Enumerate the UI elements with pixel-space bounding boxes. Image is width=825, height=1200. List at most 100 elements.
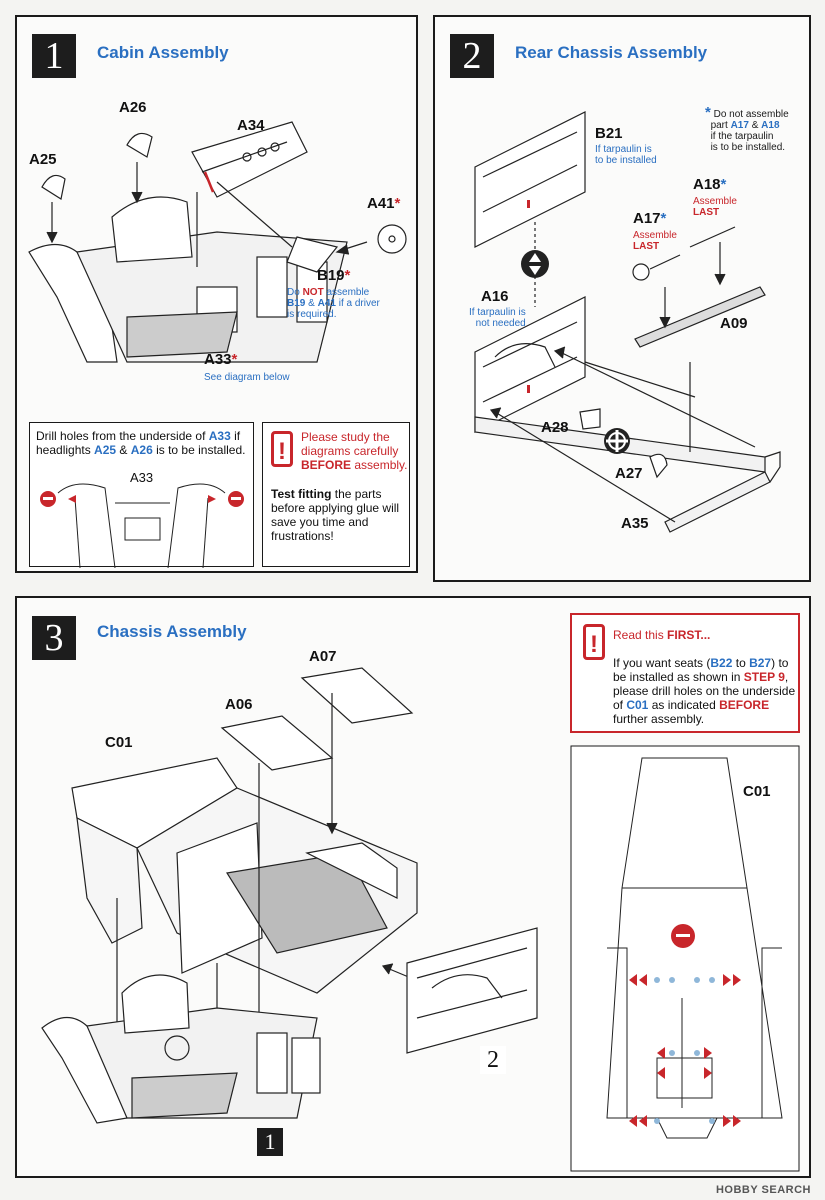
step1-diagram [28,121,407,363]
callout-step1: 1 [257,1128,283,1156]
top-note-star: * [705,104,711,121]
rf-l2b: ) to [771,656,789,670]
part-a16-label: A16 [481,288,509,305]
b19-note-l1: Do [287,287,303,298]
read-first-first: FIRST... [667,628,711,642]
study-warning-before: BEFORE [301,458,352,472]
rf-l4: please drill holes on the underside [613,684,796,698]
drill-note-l2b: is to be installed. [152,443,246,457]
a18-last: LAST [693,207,720,218]
top-note-l3: if the tarpaulin [710,131,774,142]
step3-panel: 3 Chassis Assembly [15,596,811,1178]
study-warning-l1: Please study the [301,430,390,444]
part-a17-star: * [660,210,667,227]
rf-l3a: be installed as shown in [613,670,744,684]
read-first-text: Read this FIRST... If you want seats ( B2… [613,628,795,726]
part-a07-label: A07 [309,648,337,665]
part-a28-label: A28 [541,419,569,436]
drill-diagram [40,483,244,568]
part-a18-text: A18 [693,176,721,193]
part-a41-text: A41 [367,195,395,212]
rf-step9: STEP 9 [743,670,785,684]
b19-note-l2b: if a driver [335,298,380,309]
drill-note-l1: Drill holes from the underside of [36,429,209,443]
step3-title: Chassis Assembly [97,622,247,641]
part-a34-label: A34 [237,117,265,134]
top-note-amp: & [748,120,762,131]
part-a18-label: A18* [693,176,726,193]
drill-note-l2: headlights [36,443,95,457]
drill-note-l1b: if [230,429,241,443]
a33-note: See diagram below [204,372,290,383]
b19-note: Do NOT assemble B19 & A41 if a driver is… [287,287,380,320]
watermark: HOBBY SEARCH [715,1184,811,1196]
step2-panel: 2 Rear Chassis Assembly [433,15,811,582]
rf-l5a: of [613,698,627,712]
part-b19-text: B19 [317,267,345,284]
tarpaulin-top-note: * Do not assemble part A17 & A18 if the … [705,104,789,153]
part-a17-label: A17* [633,210,666,227]
step1-title: Cabin Assembly [97,43,229,62]
drill-note: Drill holes from the underside of A33 if… [36,429,245,457]
b19-note-not: NOT [302,287,324,298]
read-first-heading: Read this [613,628,668,642]
read-first-icon: ! [583,624,605,660]
tip-l4: frustrations! [271,529,334,543]
part-a33-text: A33 [204,351,232,368]
rf-l5b: as indicated [648,698,720,712]
top-note-a17: A17 [730,120,749,131]
warning-icon: ! [271,431,293,467]
study-warning-text: Please study the diagrams carefully BEFO… [301,430,407,472]
part-a18-star: * [720,176,727,193]
drill-note-amp: & [116,443,131,457]
part-a41-star: * [394,195,401,212]
rf-b27: B27 [749,656,772,670]
b19-note-l1b: assemble [323,287,370,298]
rf-l2a: If you want seats ( [613,656,711,670]
drill-holes-box: Drill holes from the underside of A33 if… [29,422,254,568]
study-warning-box: ! Please study the diagrams carefully BE… [262,422,410,567]
part-c01-label: C01 [105,734,133,751]
rf-before: BEFORE [719,698,770,712]
b19-note-l3: is required. [287,309,337,320]
part-a06-label: A06 [225,696,253,713]
test-fitting-tip: Test fitting the parts before applying g… [271,487,399,543]
step2-title: Rear Chassis Assembly [515,43,708,62]
part-a17-text: A17 [633,210,661,227]
part-a27-label: A27 [615,465,643,482]
b21-note: If tarpaulin is to be installed [595,144,657,166]
a18-assemble: Assemble [693,196,737,207]
step1-panel: 1 Cabin Assembly [15,15,418,573]
study-warning-l2: diagrams carefully [301,444,399,458]
drill-a33-label: A33 [130,470,154,485]
a17-last: LAST [633,241,660,252]
study-warning-l3b: assembly. [351,458,408,472]
top-note-l2: part [710,120,731,131]
b19-note-a41: A41 [317,298,336,309]
part-a35-label: A35 [621,515,649,532]
b19-note-amp: & [305,298,318,309]
a16-note-l1: If tarpaulin is [469,307,526,318]
tip-test-fitting: Test fitting [271,487,332,501]
part-a26-label: A26 [119,99,147,116]
top-note-a18: A18 [761,120,780,131]
a18-assemble-last: Assemble LAST [693,196,737,218]
tip-l3: save you time and [271,515,369,529]
drill-note-a33: A33 [208,429,231,443]
rf-comma: , [784,670,789,684]
a16-note: If tarpaulin is not needed [459,307,526,329]
step3-diagram [41,613,800,1172]
part-a33-label: A33* [204,351,237,368]
rf-c01: C01 [626,698,649,712]
part-a41-label: A41* [367,195,400,212]
tip-l2: before applying glue will [271,501,400,515]
a17-assemble: Assemble [633,230,677,241]
top-note-l4: is to be installed. [710,142,786,153]
part-a25-label: A25 [29,151,57,168]
part-b21-label: B21 [595,125,623,142]
drill-note-a26: A26 [130,443,153,457]
part-a33-star: * [231,351,238,368]
tip-l1b: the parts [331,487,382,501]
a16-note-l2: not needed [475,318,526,329]
b21-note-l1: If tarpaulin is [595,144,652,155]
